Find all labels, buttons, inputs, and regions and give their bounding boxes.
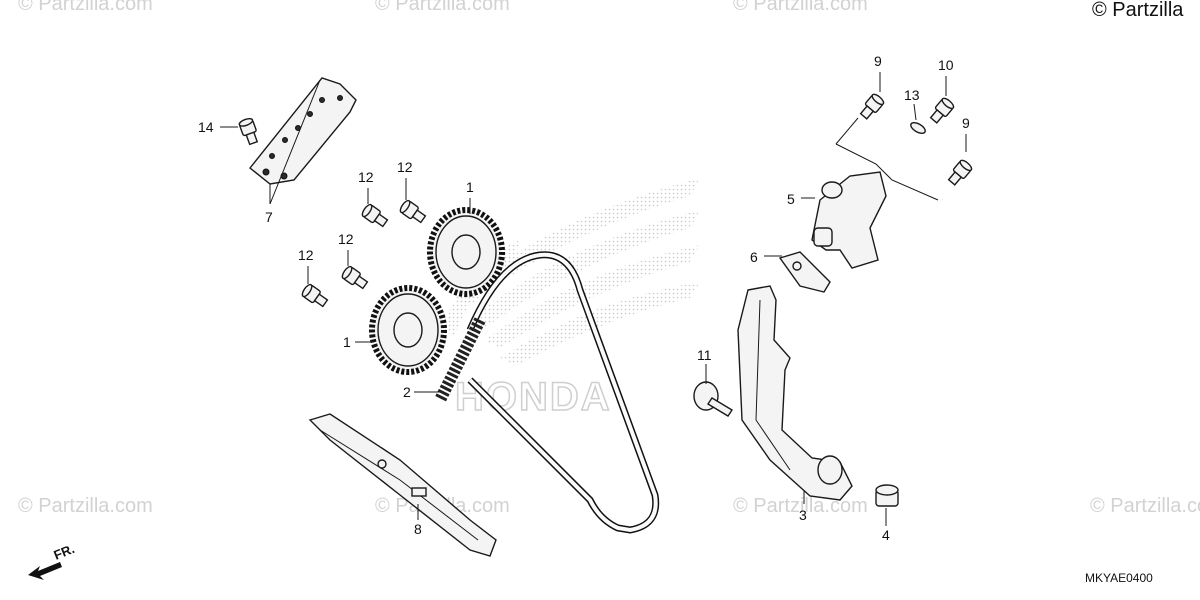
callout-12: 12 xyxy=(338,231,354,247)
flange-bolt-icon[interactable] xyxy=(359,202,390,230)
diagram-code: MKYAE0400 xyxy=(1085,571,1153,585)
watermark-text: © Partzilla.com xyxy=(1090,495,1200,517)
watermark-text: © Partzilla.com xyxy=(733,495,868,517)
flange-bolt-icon[interactable] xyxy=(237,116,261,147)
watermark-group: © Partzilla.com © Partzilla.com © Partzi… xyxy=(18,0,1200,517)
copyright-text: © Partzilla xyxy=(1092,0,1184,21)
callout-8: 8 xyxy=(414,521,422,537)
chain-guide-icon[interactable] xyxy=(308,413,497,557)
callout-12: 12 xyxy=(298,247,314,263)
watermark-text: © Partzilla.com xyxy=(733,0,868,15)
cam-chain-icon[interactable] xyxy=(434,251,660,534)
watermark-text: © Partzilla.com xyxy=(18,0,153,15)
flange-bolt-icon[interactable] xyxy=(339,264,370,292)
leader-lines xyxy=(220,72,967,526)
callout-10: 10 xyxy=(938,57,954,73)
collar-part-4[interactable] xyxy=(875,484,899,507)
pivot-bolt-part-11[interactable] xyxy=(693,381,733,417)
flange-bolt-icon[interactable] xyxy=(397,198,428,226)
callout-1: 1 xyxy=(466,179,474,195)
flange-bolt-icon[interactable] xyxy=(857,91,886,122)
callout-7: 7 xyxy=(265,209,273,225)
gasket-part-6[interactable] xyxy=(778,251,831,293)
front-arrow-icon: FR. xyxy=(28,541,77,580)
callout-1: 1 xyxy=(343,334,351,350)
watermark-text: © Partzilla.com xyxy=(375,0,510,15)
washer-part-13[interactable] xyxy=(909,121,927,136)
callout-9: 9 xyxy=(962,115,970,131)
tensioner-arm-part-3[interactable] xyxy=(737,285,853,501)
callout-2: 2 xyxy=(403,384,411,400)
callout-11: 11 xyxy=(697,347,712,363)
honda-wing-watermark: HONDA xyxy=(440,178,700,420)
flange-bolt-icon[interactable] xyxy=(945,157,974,188)
flange-bolt-icon[interactable] xyxy=(927,95,956,126)
flange-bolt-icon[interactable] xyxy=(299,282,330,310)
callout-labels: 14 7 12 12 12 12 1 1 2 8 9 10 13 9 5 6 1… xyxy=(198,53,970,543)
callout-9: 9 xyxy=(874,53,882,69)
cam-sprocket-icon[interactable] xyxy=(427,207,505,297)
callout-5: 5 xyxy=(787,191,795,207)
honda-brand-watermark: HONDA xyxy=(455,375,612,419)
front-label: FR. xyxy=(52,541,77,563)
cam-sprocket-icon[interactable] xyxy=(369,285,447,375)
callout-13: 13 xyxy=(904,87,920,103)
tensioner-lifter-icon[interactable] xyxy=(811,171,887,269)
callout-12: 12 xyxy=(358,169,374,185)
bracket-plate-part-7[interactable] xyxy=(249,77,357,185)
callout-12: 12 xyxy=(397,159,413,175)
watermark-text: © Partzilla.com xyxy=(18,495,153,517)
callout-6: 6 xyxy=(750,249,758,265)
callout-4: 4 xyxy=(882,527,890,543)
callout-3: 3 xyxy=(799,507,807,523)
callout-14: 14 xyxy=(198,119,214,135)
